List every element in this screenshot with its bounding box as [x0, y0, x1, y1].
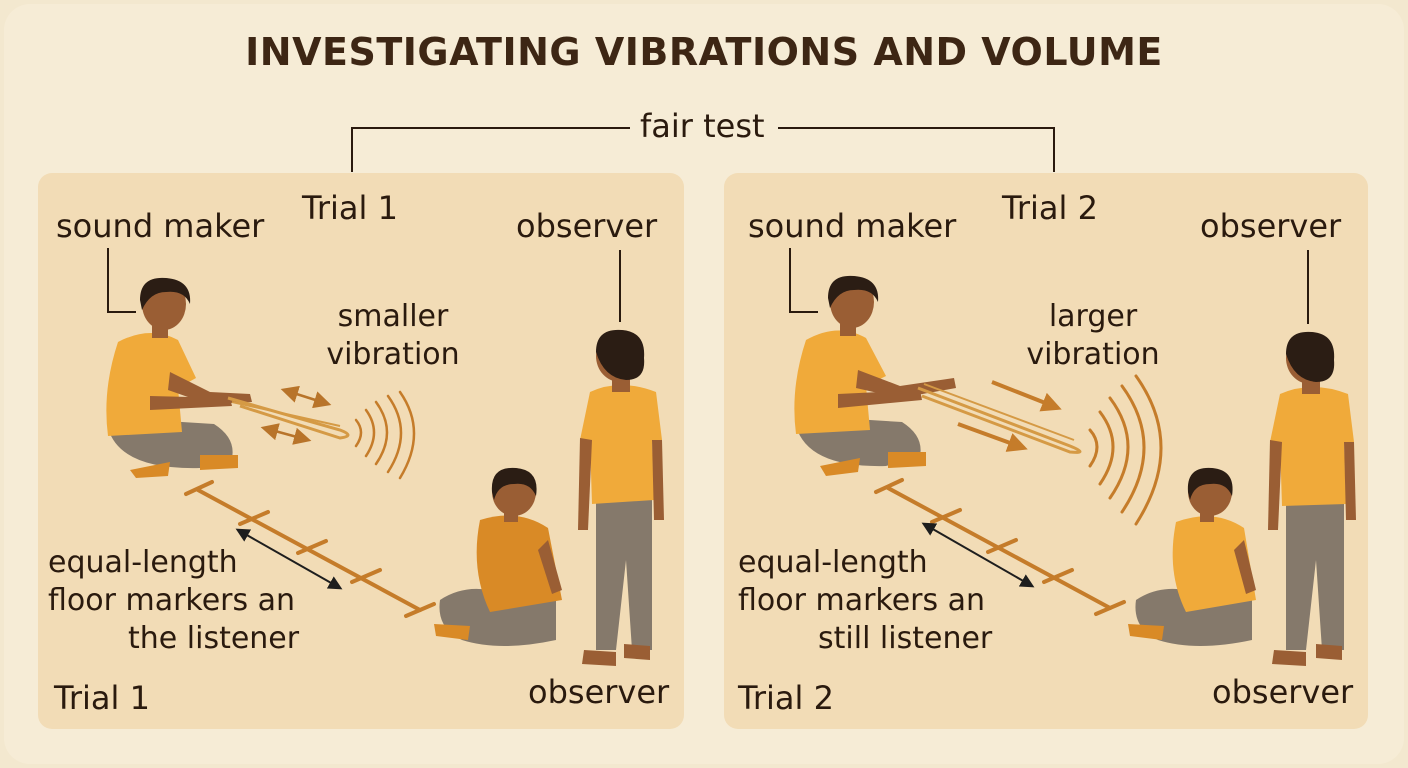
vibration-line-1-2: larger: [1048, 299, 1138, 334]
vibration-line-1: smaller: [337, 299, 449, 334]
trial-1-bottom-label: Trial 1: [54, 679, 150, 717]
listener-figure-2: [1128, 467, 1256, 646]
marker-line-2-2: floor markers an: [738, 583, 986, 618]
diagram-title: INVESTIGATING VIBRATIONS AND VOLUME: [245, 30, 1163, 74]
marker-line-1: equal-length: [48, 545, 238, 580]
listener-figure: [434, 467, 562, 646]
observer-bottom-label-2: observer: [1212, 673, 1354, 711]
sound-maker-label: sound maker: [56, 207, 265, 245]
trial-2-bottom-label: Trial 2: [738, 679, 834, 717]
small-vibration-arrows: [260, 385, 332, 445]
trial-1-top-label: Trial 1: [302, 189, 398, 227]
sound-maker-figure: [106, 277, 252, 478]
large-vibration-arrows: [957, 380, 1062, 452]
rubber-band: [227, 396, 350, 440]
trial-2-illustration: [789, 248, 1356, 666]
marker-line-1-2: equal-length: [738, 545, 928, 580]
rubber-band-2: [917, 386, 1082, 454]
sound-maker-leader: [107, 248, 136, 313]
observer-top-label-2: observer: [1200, 207, 1342, 245]
sound-maker-figure-2: [794, 275, 956, 476]
marker-line-2: floor markers an: [48, 583, 296, 618]
fair-test-label: fair test: [640, 107, 765, 145]
trial-1-illustration: [106, 248, 664, 666]
trial-2-top-label: Trial 2: [1002, 189, 1098, 227]
observer-figure: [578, 329, 664, 666]
distance-arrow-2: [921, 522, 1035, 588]
sound-maker-leader-2: [789, 248, 818, 313]
sound-waves-large: [1088, 374, 1163, 526]
vibration-line-2: vibration: [326, 337, 460, 372]
observer-bottom-label: observer: [528, 673, 670, 711]
observer-figure-2: [1268, 331, 1356, 666]
distance-arrow: [235, 528, 343, 590]
observer-top-label: observer: [516, 207, 658, 245]
vibration-line-2-2: vibration: [1026, 337, 1160, 372]
fair-test-bracket: [351, 127, 1055, 172]
marker-line-3-2: still listener: [818, 621, 993, 656]
sound-maker-label-2: sound maker: [748, 207, 957, 245]
marker-line-3: the listener: [128, 621, 300, 656]
sound-waves-small: [354, 390, 416, 480]
